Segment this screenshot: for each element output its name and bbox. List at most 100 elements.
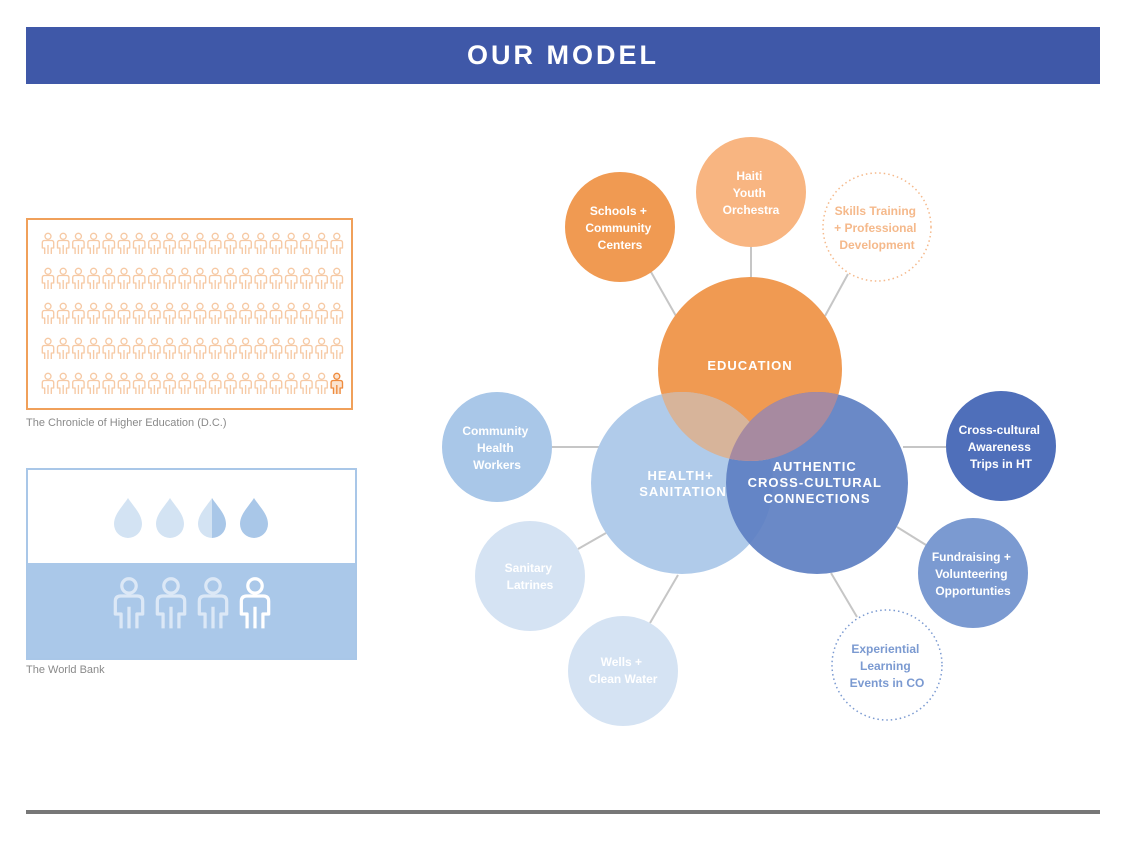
person-icon	[163, 337, 176, 359]
person-icon	[239, 302, 252, 324]
svg-text:Fundraising + Volunteeri: Fundraising + Volunteering Opportunties	[932, 550, 1014, 598]
person-icon	[102, 302, 116, 324]
person-icon	[72, 267, 85, 289]
person-icon	[224, 337, 237, 359]
person-icon	[193, 232, 207, 254]
footer-divider	[26, 810, 1100, 814]
person-icon	[163, 372, 176, 394]
person-icon	[178, 232, 192, 254]
person-icon	[56, 372, 70, 394]
connector-line	[830, 572, 858, 618]
person-icon	[254, 232, 268, 254]
person-icon	[117, 267, 131, 289]
person-icon	[41, 302, 55, 324]
experiential-learning-node: Experiential Learning Events in CO	[831, 609, 943, 721]
fundraising-volunteering-node: Fundraising + Volunteering Opportunties	[918, 518, 1028, 628]
person-icon	[41, 267, 55, 289]
person-icon	[300, 302, 313, 324]
svg-text:Wells + Clean Water: Wells + Clean Water	[589, 655, 658, 686]
person-icon	[87, 232, 100, 254]
person-icon	[102, 232, 116, 254]
water-people-panel	[28, 563, 355, 658]
person-icon	[155, 577, 187, 629]
person-icon	[132, 232, 146, 254]
cross-cultural-trips-node: Cross-cultural Awareness Trips in HT	[946, 391, 1056, 501]
person-icon	[56, 267, 70, 289]
person-icon	[148, 372, 161, 394]
person-icon	[56, 232, 70, 254]
person-icon	[113, 577, 145, 629]
person-icon	[117, 372, 131, 394]
person-icon	[193, 302, 207, 324]
person-icon	[87, 302, 100, 324]
wells-clean-water-node: Wells + Clean Water	[568, 616, 678, 726]
health-hub-label: HEALTH+ SANITATION	[639, 468, 727, 499]
person-icon	[132, 372, 146, 394]
person-icon	[330, 372, 344, 394]
connector-line	[649, 574, 679, 624]
page-title: OUR MODEL	[467, 40, 659, 70]
person-icon	[163, 267, 176, 289]
connector-line	[824, 273, 849, 317]
person-icon	[72, 232, 85, 254]
person-icon	[208, 337, 222, 359]
water-drop-icon	[156, 498, 184, 538]
person-icon	[284, 232, 298, 254]
svg-text:Community Health W: Community Health Workers	[462, 424, 531, 472]
water-pictogram-chart	[26, 468, 357, 660]
person-icon	[330, 302, 344, 324]
person-icon	[72, 372, 85, 394]
svg-text:Haiti Youth Orches: Haiti Youth Orchestra	[723, 169, 780, 217]
people-pictogram-chart	[26, 218, 353, 410]
person-icon	[254, 337, 268, 359]
connector-line	[896, 526, 927, 546]
person-icon	[163, 232, 176, 254]
person-icon	[87, 337, 100, 359]
person-icon	[224, 232, 237, 254]
person-icon	[269, 267, 283, 289]
person-icon	[56, 337, 70, 359]
person-icon	[132, 337, 146, 359]
svg-text:Cross-cultural Awareness: Cross-cultural Awareness Trips in HT	[959, 423, 1044, 471]
water-drop-icon	[240, 498, 268, 538]
sanitary-latrines-node: Sanitary Latrines	[475, 521, 585, 631]
person-icon	[87, 267, 100, 289]
community-health-workers-node: Community Health Workers	[442, 392, 552, 502]
water-chart-source: The World Bank	[26, 664, 105, 676]
person-icon	[117, 337, 131, 359]
person-icon	[178, 302, 192, 324]
person-icon	[148, 302, 161, 324]
person-icon	[102, 337, 116, 359]
person-icon	[117, 302, 131, 324]
person-icon	[269, 232, 283, 254]
person-icon	[102, 372, 116, 394]
person-icon	[239, 337, 252, 359]
person-icon	[300, 337, 313, 359]
person-icon	[224, 302, 237, 324]
person-icon	[330, 232, 344, 254]
person-icon	[330, 337, 344, 359]
person-icon	[254, 302, 268, 324]
skills-training-node: Skills Training + Professional Developme…	[822, 172, 932, 282]
people-grid	[41, 232, 344, 394]
water-graphic	[113, 498, 271, 629]
person-icon	[148, 337, 161, 359]
svg-text:Sanitary Latrines: Sanitary Latrines	[505, 561, 556, 592]
person-icon	[269, 372, 283, 394]
person-icon	[315, 337, 328, 359]
person-icon	[197, 577, 229, 629]
haiti-youth-orchestra-node: Haiti Youth Orchestra	[696, 137, 806, 247]
person-icon	[193, 337, 207, 359]
person-icon	[239, 577, 271, 629]
connector-line	[577, 532, 607, 550]
person-icon	[269, 302, 283, 324]
svg-text:Schools + Community: Schools + Community Centers	[585, 204, 654, 252]
schools-community-centers-node: Schools + Community Centers	[565, 172, 675, 282]
education-cross-overlap	[726, 392, 842, 461]
education-hub-label: EDUCATION	[707, 358, 792, 373]
person-icon	[132, 267, 146, 289]
person-icon	[208, 267, 222, 289]
person-icon	[315, 302, 328, 324]
person-icon	[315, 232, 328, 254]
